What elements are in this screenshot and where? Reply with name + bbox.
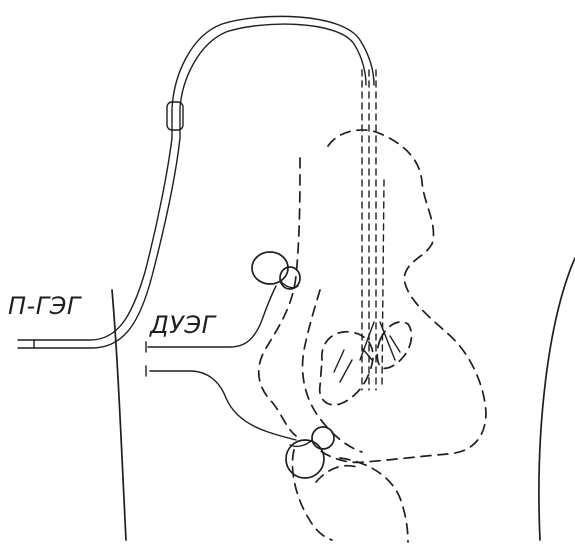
upper-balloon-large <box>252 252 288 284</box>
duodenum-inner-outline <box>303 290 362 452</box>
pancreas-outline <box>320 332 373 405</box>
lower-loop-right <box>340 458 408 542</box>
label-p-geg: П-ГЭГ <box>8 294 81 318</box>
lower-balloon-small <box>312 427 334 449</box>
stomach-outline <box>316 130 486 462</box>
lower-loop-left <box>292 450 332 540</box>
label-dueg: ДУЭГ <box>150 313 216 337</box>
right-body-contour <box>539 258 575 540</box>
duodenum-left-outline <box>259 158 300 436</box>
tube-outer-right-line <box>382 180 384 385</box>
pancreas-inner-line <box>334 350 352 382</box>
